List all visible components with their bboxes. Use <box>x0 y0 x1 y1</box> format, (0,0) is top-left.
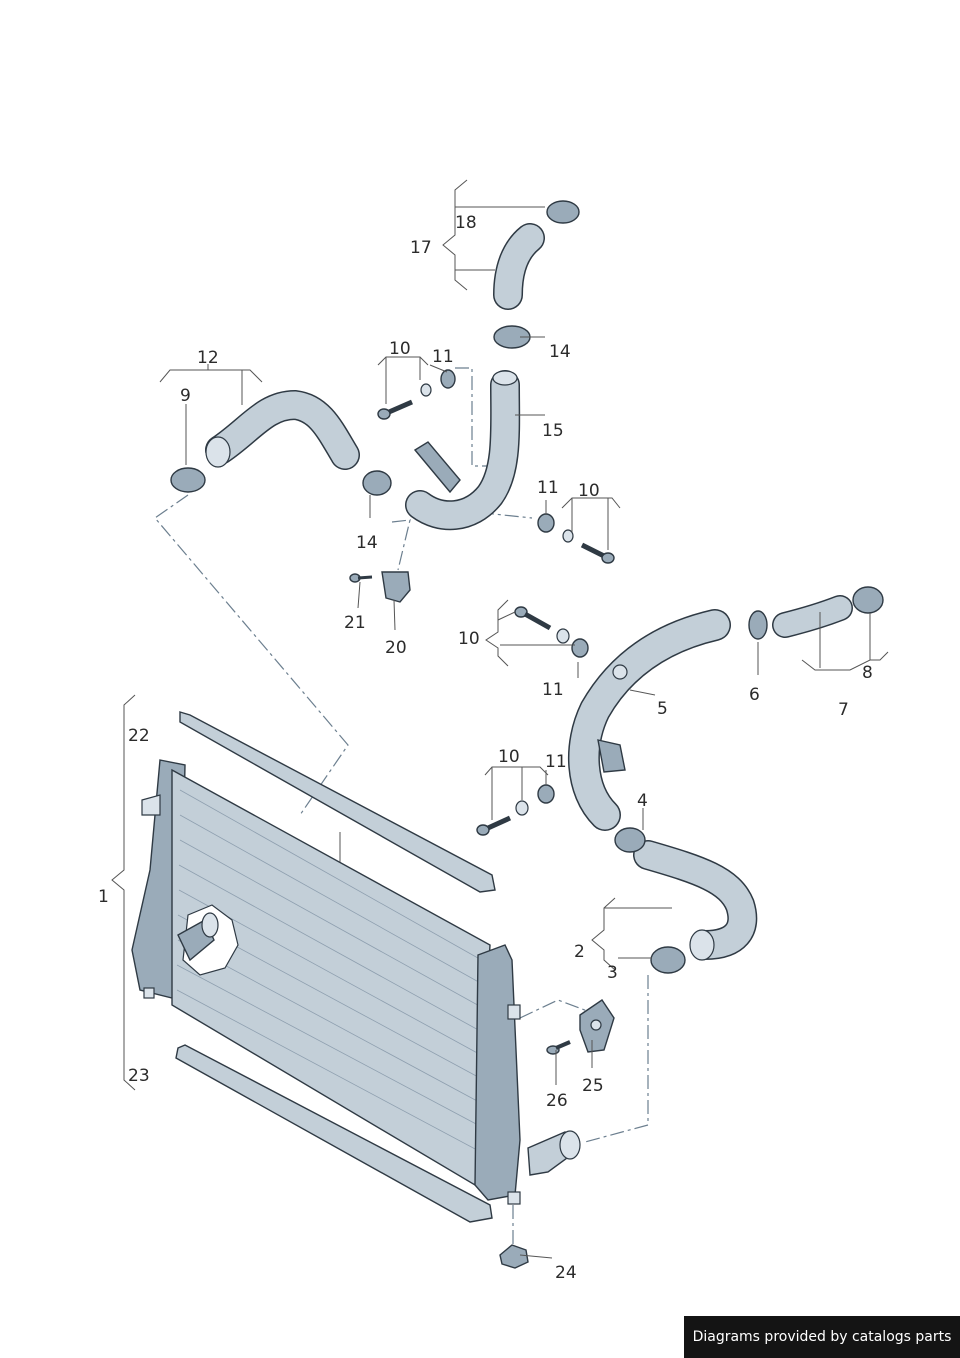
routing-line-sensor <box>391 519 411 571</box>
callout-8: 8 <box>862 663 873 683</box>
callout-21: 21 <box>344 613 366 633</box>
leader-lines <box>111 179 889 1259</box>
hose-12-body <box>206 391 359 469</box>
pipe-15-bracket <box>413 441 461 494</box>
callout-12: 12 <box>197 348 219 368</box>
pipe-5-body <box>569 610 730 830</box>
clamp-9 <box>170 467 206 493</box>
bolt-10-lower <box>476 815 512 836</box>
callout-22: 22 <box>128 726 150 746</box>
callout-18: 18 <box>455 213 477 233</box>
washer-upper-left <box>420 383 432 397</box>
callout-9: 9 <box>180 386 191 406</box>
grommet-11-middle <box>571 638 589 658</box>
callout-6: 6 <box>749 685 760 705</box>
callout-2: 2 <box>574 942 585 962</box>
air-guide-bottom <box>175 1044 493 1223</box>
routing-line-upper <box>455 367 488 467</box>
callout-10-upper-right: 10 <box>578 481 600 501</box>
air-guide-top <box>179 711 496 893</box>
callout-11-upper-left: 11 <box>432 347 454 367</box>
callout-15: 15 <box>542 421 564 441</box>
drain-plug <box>499 1244 529 1269</box>
credit-banner: Diagrams provided by catalogs parts <box>684 1316 960 1358</box>
grommet-11-upper-left <box>440 369 456 389</box>
pipe-15-body <box>406 371 519 529</box>
bolt-26 <box>546 1040 571 1055</box>
pipe-15-end <box>492 370 518 386</box>
washer-lower <box>515 800 529 816</box>
grommet-11-upper-right <box>537 513 555 533</box>
callout-10-middle: 10 <box>458 629 480 649</box>
bolt-10-middle <box>514 606 552 631</box>
bolt-10-upper-right <box>580 542 615 564</box>
callout-24: 24 <box>555 1263 577 1283</box>
callout-14-top: 14 <box>549 342 571 362</box>
callout-26: 26 <box>546 1091 568 1111</box>
callout-11-upper-right: 11 <box>537 478 559 498</box>
callout-4: 4 <box>637 791 648 811</box>
callout-11-middle: 11 <box>542 680 564 700</box>
clamp-4 <box>614 827 646 853</box>
callout-20: 20 <box>385 638 407 658</box>
sensor-20 <box>381 571 411 603</box>
washer-upper-right <box>562 529 574 543</box>
callout-23: 23 <box>128 1066 150 1086</box>
callout-10-upper-left: 10 <box>389 339 411 359</box>
clamp-6 <box>748 610 768 640</box>
callout-11-lower: 11 <box>545 752 567 772</box>
clamp-18 <box>546 200 580 224</box>
callout-1: 1 <box>98 887 109 907</box>
callout-25: 25 <box>582 1076 604 1096</box>
hose-2-end <box>689 929 715 961</box>
hose-12-end-left <box>205 436 231 468</box>
hose-17-body <box>494 224 544 309</box>
washer-middle <box>556 628 570 644</box>
clamp-14-left <box>362 470 392 496</box>
callout-10-lower: 10 <box>498 747 520 767</box>
callout-3: 3 <box>607 963 618 983</box>
screw-21 <box>349 573 373 583</box>
callout-14-left: 14 <box>356 533 378 553</box>
hose-2-body <box>634 841 756 959</box>
callout-5: 5 <box>657 699 668 719</box>
bolt-10-upper-left <box>377 399 413 420</box>
intercooler <box>131 759 581 1205</box>
credit-text: Diagrams provided by catalogs parts <box>692 1329 952 1345</box>
hose-7-body <box>773 596 852 637</box>
routing-line-lower-right <box>584 975 649 1143</box>
bracket-25 <box>579 999 615 1053</box>
pipe-5-mount <box>612 664 628 680</box>
callout-17: 17 <box>410 238 432 258</box>
pipe-5-bracket <box>597 739 626 773</box>
routing-line-left <box>154 494 349 816</box>
clamp-8 <box>852 586 884 614</box>
clamp-3 <box>650 946 686 974</box>
callout-labels: 1 2 3 4 5 6 7 8 9 10 10 10 10 11 11 11 1… <box>98 213 873 1283</box>
grommet-11-lower <box>537 784 555 804</box>
callout-7: 7 <box>838 700 849 720</box>
